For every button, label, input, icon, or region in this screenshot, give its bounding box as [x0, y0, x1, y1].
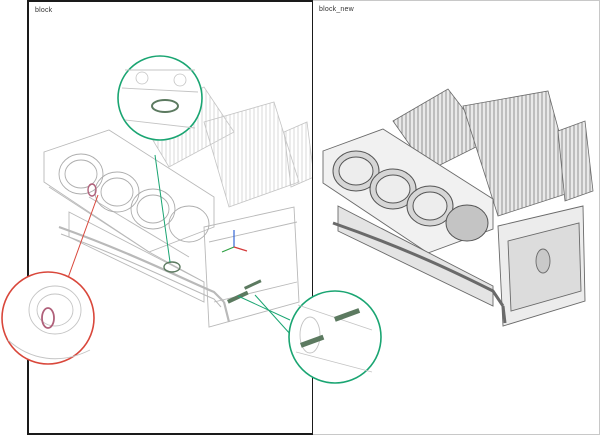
cooling-fin-bank: [138, 86, 312, 208]
viewport-block-new[interactable]: block_new: [313, 0, 600, 435]
shaded-engine-model[interactable]: [313, 1, 600, 435]
coordinate-triad: [221, 230, 248, 253]
cooling-fin-bank: [392, 88, 594, 217]
cylinder-bores: [332, 150, 489, 242]
viewport-block[interactable]: block: [27, 0, 314, 435]
viewport-label: block: [35, 7, 53, 14]
ghosted-engine-model[interactable]: [29, 2, 314, 435]
viewport-label: block_new: [319, 6, 354, 13]
cylinder-bores: [58, 153, 210, 243]
